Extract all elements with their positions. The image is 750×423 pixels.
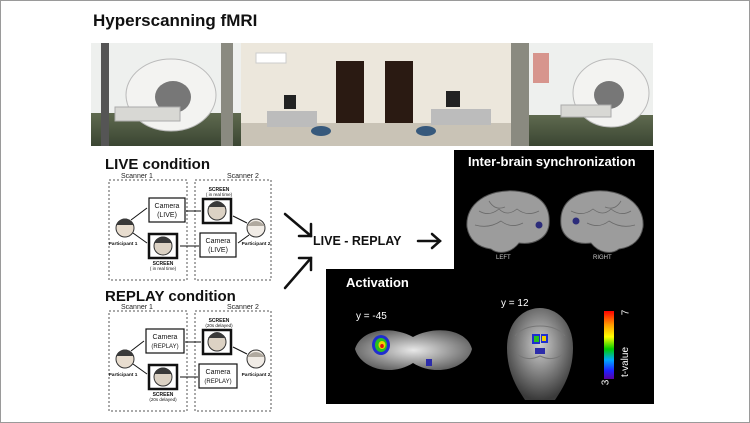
replay-participant2-label: Participant 2 bbox=[242, 372, 271, 378]
sync-panel-title: Inter-brain synchronization bbox=[468, 154, 636, 169]
slide-title: Hyperscanning fMRI bbox=[93, 11, 258, 30]
slice2-label: y = 12 bbox=[501, 298, 529, 309]
cerebellum-slice bbox=[355, 330, 472, 371]
live-camera1-label: Camera bbox=[155, 203, 180, 210]
replay-screen-top-label: SCREEN bbox=[209, 318, 230, 324]
right-hemisphere-brain bbox=[560, 190, 644, 253]
contrast-label: LIVE - REPLAY bbox=[313, 234, 402, 248]
live-camera2-label: Camera bbox=[206, 238, 231, 245]
replay-condition-title: REPLAY condition bbox=[105, 288, 236, 305]
colorbar-min: 3 bbox=[600, 379, 612, 386]
converging-arrows bbox=[283, 212, 313, 290]
live-camera1-sub: (LIVE) bbox=[157, 212, 177, 219]
replay-participant1-label: Participant 1 bbox=[109, 372, 138, 378]
replay-camera2-label: Camera bbox=[206, 369, 231, 376]
colorbar-label: t-value bbox=[620, 346, 631, 377]
replay-screen-top-sub: (20s delayed) bbox=[205, 323, 233, 328]
replay-camera2-box bbox=[198, 363, 238, 389]
live-screen-bottom-label: SCREEN bbox=[153, 261, 174, 267]
contrast-arrow bbox=[416, 232, 442, 250]
live-participant1-label: Participant 1 bbox=[109, 241, 138, 247]
left-label: LEFT bbox=[496, 255, 511, 261]
replay-camera1-box bbox=[145, 328, 185, 354]
live-camera1-box bbox=[148, 197, 186, 223]
mri-room-photo bbox=[91, 43, 653, 146]
colorbar-max: 7 bbox=[620, 309, 632, 316]
live-screen-top-sub: ( in real time) bbox=[206, 192, 233, 197]
live-scanner1-label: Scanner 1 bbox=[121, 173, 153, 180]
coronal-slice bbox=[507, 308, 573, 400]
replay-scanner1-label: Scanner 1 bbox=[121, 304, 153, 311]
replay-scanner2-label: Scanner 2 bbox=[227, 304, 259, 311]
live-participant2-label: Participant 2 bbox=[242, 241, 271, 247]
live-screen-top-label: SCREEN bbox=[209, 187, 230, 193]
replay-camera2-sub: (REPLAY) bbox=[204, 379, 231, 385]
brain-renderings bbox=[466, 190, 644, 253]
live-camera2-box bbox=[199, 232, 237, 258]
live-scanner2-label: Scanner 2 bbox=[227, 173, 259, 180]
activation-panel-title: Activation bbox=[346, 275, 409, 290]
replay-camera1-sub: (REPLAY) bbox=[151, 344, 178, 350]
slice1-label: y = -45 bbox=[356, 311, 387, 322]
live-camera2-sub: (LIVE) bbox=[208, 247, 228, 254]
right-label: RIGHT bbox=[593, 255, 612, 261]
live-condition-diagram: Scanner 1 Scanner 2 Camera (LIVE) Camera… bbox=[108, 173, 272, 281]
replay-screen-bottom-sub: (20s delayed) bbox=[149, 397, 177, 402]
live-condition-title: LIVE condition bbox=[105, 156, 210, 173]
replay-condition-diagram: Scanner 1 Scanner 2 Camera (REPLAY) Came… bbox=[108, 304, 272, 412]
replay-camera1-label: Camera bbox=[153, 334, 178, 341]
left-hemisphere-brain bbox=[466, 190, 550, 253]
live-screen-bottom-sub: ( in real time) bbox=[150, 266, 177, 271]
replay-screen-bottom-label: SCREEN bbox=[153, 392, 174, 398]
colorbar bbox=[604, 311, 614, 379]
